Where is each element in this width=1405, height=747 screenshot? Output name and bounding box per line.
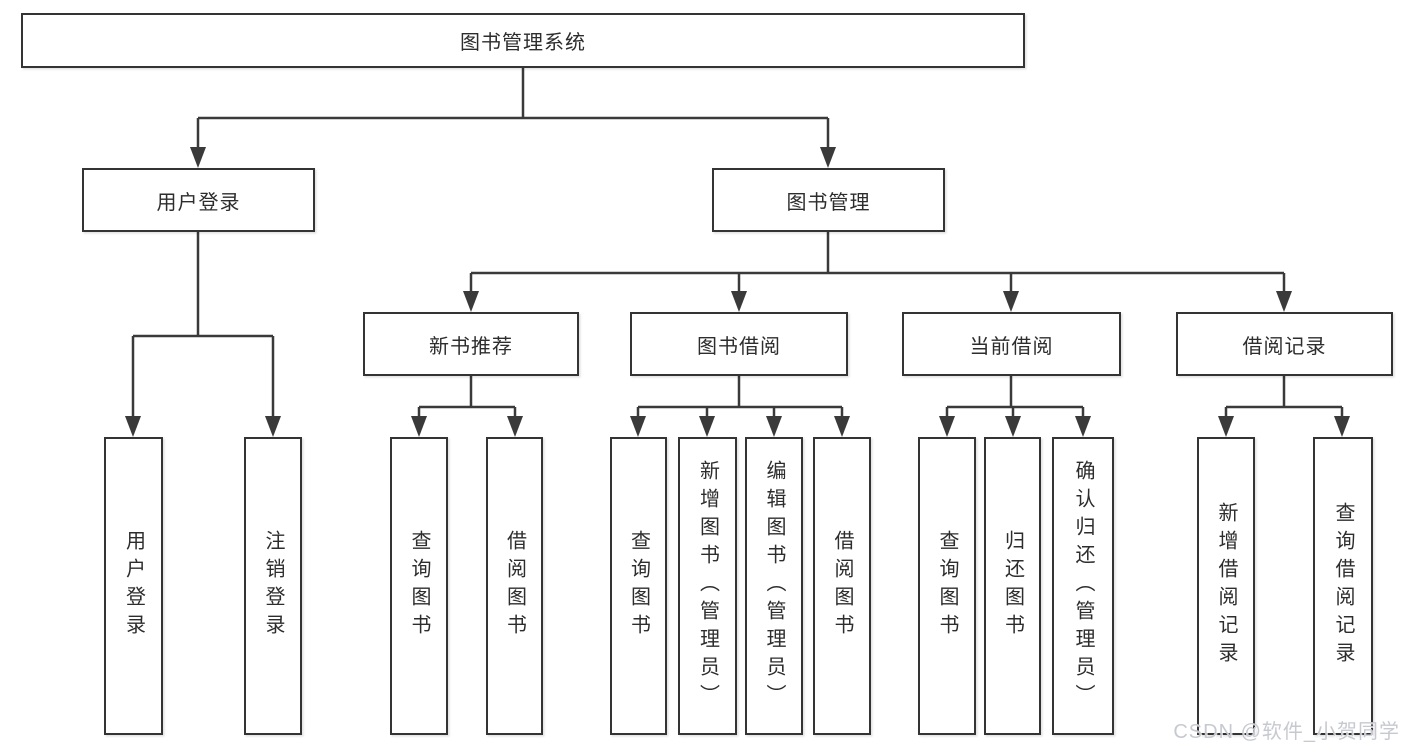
node-leaf-query-book-borrow: 查询图书 bbox=[610, 437, 667, 735]
node-book-management: 图书管理 bbox=[712, 168, 945, 232]
node-label: 图书借阅 bbox=[697, 335, 781, 358]
node-label: 确认归还（管理员） bbox=[1072, 460, 1094, 712]
node-label: 新书推荐 bbox=[429, 335, 513, 358]
node-label: 归还图书 bbox=[1001, 530, 1024, 642]
node-leaf-add-borrow-record: 新增借阅记录 bbox=[1197, 437, 1255, 735]
node-library-management-system: 图书管理系统 bbox=[21, 13, 1025, 68]
node-leaf-query-borrow-record: 查询借阅记录 bbox=[1313, 437, 1373, 735]
node-leaf-return-book: 归还图书 bbox=[984, 437, 1041, 735]
node-label: 借阅图书 bbox=[831, 530, 853, 642]
node-new-book-recommend: 新书推荐 bbox=[363, 312, 579, 376]
node-leaf-query-book-current: 查询图书 bbox=[918, 437, 976, 735]
node-label: 新增借阅记录 bbox=[1215, 502, 1237, 670]
node-leaf-user-login: 用户登录 bbox=[104, 437, 163, 735]
node-label: 图书管理 bbox=[786, 191, 871, 214]
node-label: 编辑图书（管理员） bbox=[763, 460, 785, 712]
node-leaf-borrow-book-recommend: 借阅图书 bbox=[486, 437, 543, 735]
node-label: 查询图书 bbox=[627, 530, 650, 642]
node-current-borrow: 当前借阅 bbox=[902, 312, 1121, 376]
node-leaf-edit-book-admin: 编辑图书（管理员） bbox=[745, 437, 803, 735]
node-label: 查询图书 bbox=[936, 530, 958, 642]
node-borrow-records: 借阅记录 bbox=[1176, 312, 1393, 376]
node-leaf-confirm-return-admin: 确认归还（管理员） bbox=[1052, 437, 1114, 735]
node-label: 用户登录 bbox=[122, 530, 145, 642]
node-book-borrow: 图书借阅 bbox=[630, 312, 848, 376]
node-leaf-logout: 注销登录 bbox=[244, 437, 302, 735]
node-label: 借阅记录 bbox=[1242, 335, 1327, 358]
node-leaf-query-book-recommend: 查询图书 bbox=[390, 437, 448, 735]
node-label: 当前借阅 bbox=[969, 335, 1054, 358]
node-label: 借阅图书 bbox=[503, 530, 526, 642]
node-label: 新增图书（管理员） bbox=[696, 460, 719, 712]
node-leaf-add-book-admin: 新增图书（管理员） bbox=[678, 437, 737, 735]
watermark: CSDN @软件_小贺同学 bbox=[1173, 721, 1400, 743]
node-label: 图书管理系统 bbox=[460, 32, 586, 54]
node-label: 用户登录 bbox=[156, 191, 241, 214]
node-label: 查询图书 bbox=[408, 530, 430, 642]
node-user-login: 用户登录 bbox=[82, 168, 315, 232]
node-leaf-borrow-book: 借阅图书 bbox=[813, 437, 871, 735]
node-label: 注销登录 bbox=[262, 530, 284, 642]
node-label: 查询借阅记录 bbox=[1332, 502, 1354, 670]
